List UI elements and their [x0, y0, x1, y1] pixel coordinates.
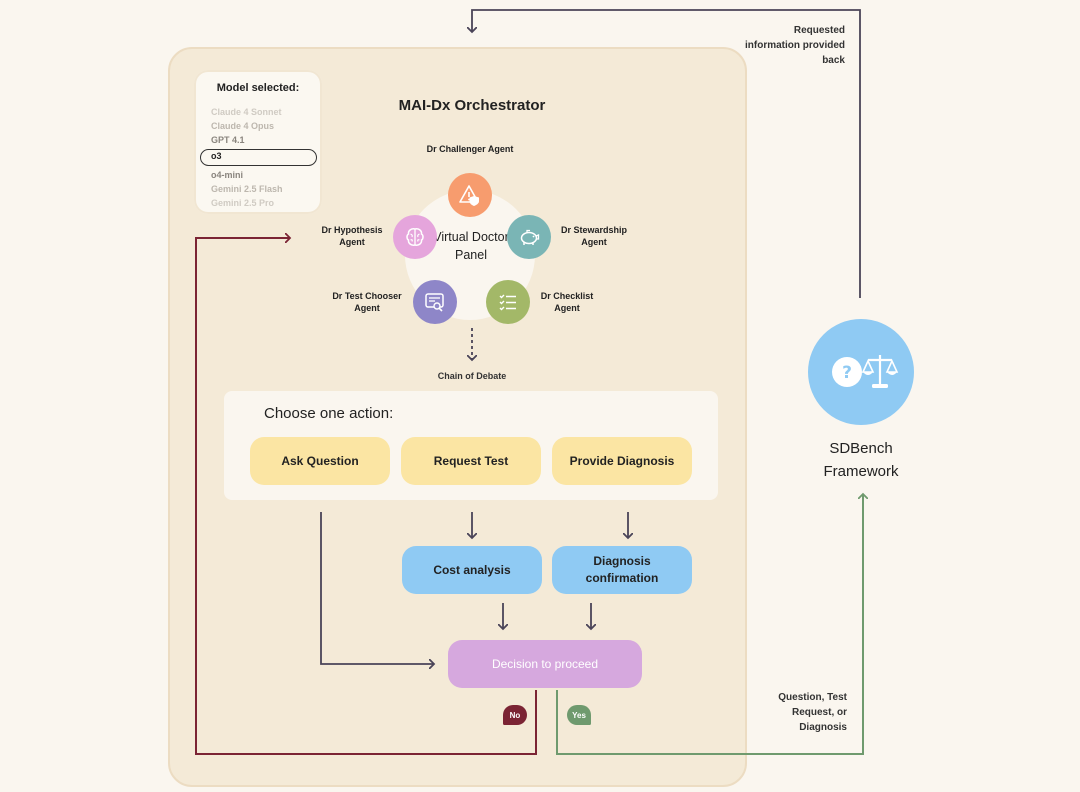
test-chooser-agent-node	[413, 280, 457, 324]
decision-box: Decision to proceed	[448, 640, 642, 688]
cost-analysis-box: Cost analysis	[402, 546, 542, 594]
panel-label: Virtual Doctor Panel	[433, 230, 509, 262]
brain-icon	[406, 228, 424, 246]
provide-diagnosis-button[interactable]: Provide Diagnosis	[552, 437, 692, 485]
challenger-agent-node	[448, 173, 492, 217]
warning-shield-icon	[459, 185, 479, 206]
svg-text:?: ?	[842, 363, 852, 383]
chain-of-debate-label: Chain of Debate	[437, 371, 507, 381]
requested-info-note: Requested information provided back	[745, 25, 845, 66]
model-option-selected[interactable]: o3	[200, 149, 317, 166]
hypothesis-agent-label: Dr Hypothesis Agent	[321, 225, 383, 247]
action-title: Choose one action:	[264, 405, 394, 422]
model-option[interactable]: Claude 4 Opus	[211, 121, 275, 131]
model-option[interactable]: Gemini 2.5 Flash	[211, 184, 283, 194]
search-document-icon	[425, 293, 444, 312]
model-option[interactable]: Claude 4 Sonnet	[211, 107, 282, 117]
orchestrator-title: MAI-Dx Orchestrator	[398, 97, 546, 114]
model-option[interactable]: Gemini 2.5 Pro	[211, 198, 275, 208]
yes-path-arrow	[556, 494, 863, 755]
no-loop-arrow	[195, 238, 537, 755]
stewardship-agent-node	[507, 215, 551, 259]
checklist-icon	[499, 294, 516, 311]
hypothesis-agent-node	[393, 215, 437, 259]
stewardship-agent-label: Dr Stewardship Agent	[560, 225, 627, 247]
diagnosis-confirmation-box: Diagnosis confirmation	[552, 546, 692, 594]
sdbench-label: SDBench Framework	[823, 440, 899, 480]
sdbench-node: ?	[808, 319, 914, 425]
question-scales-icon: ?	[832, 355, 899, 388]
model-selector-title: Model selected:	[216, 82, 300, 94]
ask-question-button[interactable]: Ask Question	[250, 437, 390, 485]
question-request-note: Question, Test Request, or Diagnosis	[778, 692, 847, 733]
checklist-agent-node	[486, 280, 530, 324]
piggy-bank-icon	[520, 229, 540, 245]
yes-badge: Yes	[567, 705, 591, 725]
model-selector-card: Model selected: Claude 4 Sonnet Claude 4…	[194, 70, 322, 214]
selected-model-label: o3	[211, 151, 222, 161]
model-option[interactable]: GPT 4.1	[211, 135, 245, 145]
challenger-agent-label: Dr Challenger Agent	[426, 144, 514, 154]
no-badge: No	[503, 705, 527, 725]
test-chooser-agent-label: Dr Test Chooser Agent	[332, 291, 402, 313]
model-option[interactable]: o4-mini	[211, 170, 244, 180]
checklist-agent-label: Dr Checklist Agent	[540, 291, 594, 313]
request-test-button[interactable]: Request Test	[401, 437, 541, 485]
feedback-arrow	[472, 9, 861, 298]
ask-to-decision-arrow	[320, 512, 434, 664]
